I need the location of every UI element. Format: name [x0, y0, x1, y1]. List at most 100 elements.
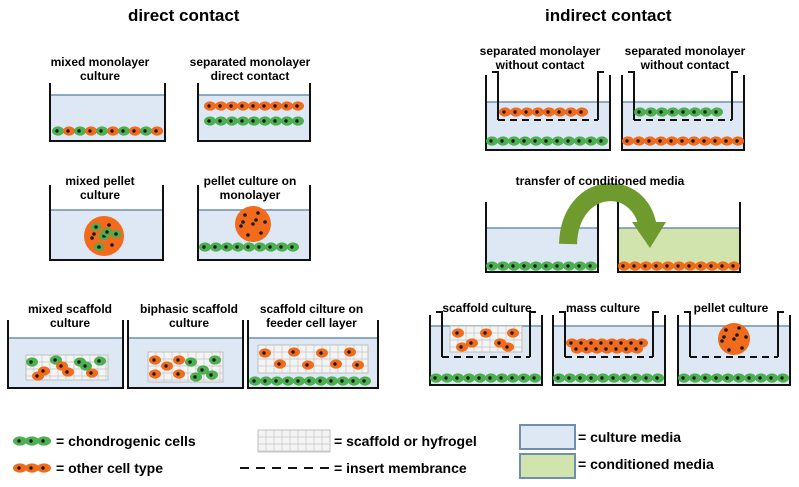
other-cell [717, 261, 729, 271]
chondrogenic-cell [237, 116, 249, 126]
chondrogenic-cell [766, 373, 778, 383]
other-cell [684, 261, 696, 271]
well-separated-direct [197, 83, 311, 142]
chondrogenic-cell [197, 365, 209, 375]
chondrogenic-cell [552, 261, 564, 271]
label-mass-culture: mass culture [565, 301, 641, 315]
chondrogenic-cell [281, 116, 293, 126]
chondrogenic-cell [243, 242, 255, 252]
chondrogenic-cell [564, 373, 576, 383]
chondrogenic-cell [711, 373, 723, 383]
other-cell [565, 107, 577, 117]
chondrogenic-cell [553, 373, 565, 383]
well-pellet-culture [677, 311, 791, 386]
chondrogenic-cell [486, 261, 498, 271]
chondrogenic-cell [337, 376, 349, 386]
chondrogenic-cell [271, 376, 283, 386]
other-cell [161, 361, 173, 371]
chondrogenic-cell [118, 126, 130, 136]
other-cell [352, 360, 364, 370]
chondrogenic-cell [190, 372, 202, 382]
well-scaffold-culture-wall [429, 315, 543, 386]
other-cell [631, 344, 643, 354]
other-cell [591, 344, 603, 354]
chondrogenic-cell [259, 116, 271, 126]
chondrogenic-cell [486, 136, 498, 146]
chondrogenic-cell [287, 242, 299, 252]
chondrogenic-cell [204, 116, 216, 126]
other-cell [651, 261, 663, 271]
legend-conditioned-media: = conditioned media [578, 456, 714, 472]
insert-4 [559, 311, 659, 358]
chondrogenic-cell [777, 373, 789, 383]
other-cell [270, 101, 282, 111]
chondrogenic-cell [304, 376, 316, 386]
other-cell [86, 368, 98, 378]
chondrogenic-cell [25, 436, 39, 446]
chondrogenic-cell [249, 376, 261, 386]
well-mixed-scaffold [7, 320, 124, 389]
other-cell [259, 348, 271, 358]
chondrogenic-cell [575, 373, 587, 383]
chondrogenic-cell [140, 126, 152, 136]
other-cell [149, 355, 161, 365]
chondrogenic-cell [700, 107, 712, 117]
chondrogenic-cell [574, 136, 586, 146]
chondrogenic-cell [641, 373, 653, 383]
chondrogenic-cell [265, 242, 277, 252]
chondrogenic-cell [619, 373, 631, 383]
other-cell [532, 107, 544, 117]
other-cell [281, 101, 293, 111]
other-cell [621, 344, 633, 354]
other-cell [129, 126, 141, 136]
other-cell [721, 136, 733, 146]
well-transfer-source-wall [485, 202, 599, 273]
other-cell [480, 328, 492, 338]
other-cell [571, 344, 583, 354]
other-cell [554, 107, 566, 117]
label-scaffold-culture: scaffold culture [442, 301, 532, 315]
chondrogenic-cell [497, 136, 509, 146]
chondrogenic-cell [185, 357, 197, 367]
other-cell [237, 101, 249, 111]
chondrogenic-cell [574, 261, 586, 271]
other-cell [149, 369, 161, 379]
chondrogenic-cell [700, 373, 712, 383]
other-cell [173, 369, 185, 379]
other-cell [502, 342, 514, 352]
other-cell [666, 136, 678, 146]
well-separated-without-1 [485, 71, 611, 151]
other-cell [248, 101, 260, 111]
chondrogenic-cell [597, 373, 609, 383]
other-cell [673, 261, 685, 271]
chondrogenic-cell [689, 107, 701, 117]
chondrogenic-cell [711, 107, 723, 117]
chondrogenic-cell [94, 356, 106, 366]
cell-pellet [235, 206, 271, 242]
chondrogenic-cell [530, 136, 542, 146]
well-scaffold-feeder-wall [247, 320, 379, 389]
chondrogenic-cell [248, 116, 260, 126]
chondrogenic-cell [452, 373, 464, 383]
chondrogenic-cell [744, 373, 756, 383]
other-cell [710, 136, 722, 146]
well-transfer-target-wall [617, 202, 741, 273]
other-cell [677, 136, 689, 146]
chondrogenic-cell [689, 373, 701, 383]
chondrogenic-cell [518, 373, 530, 383]
chondrogenic-cell [508, 136, 520, 146]
insert-3 [436, 311, 536, 358]
chondrogenic-cell [293, 376, 305, 386]
chondrogenic-cell [276, 242, 288, 252]
other-cell [25, 463, 39, 473]
chondrogenic-cell [519, 261, 531, 271]
well-mixed-pellet-wall [49, 185, 164, 261]
scaffold-grid [257, 429, 331, 453]
chondrogenic-cell [755, 373, 767, 383]
other-cell [695, 261, 707, 271]
other-cell [56, 361, 68, 371]
chondrogenic-cell [541, 261, 553, 271]
